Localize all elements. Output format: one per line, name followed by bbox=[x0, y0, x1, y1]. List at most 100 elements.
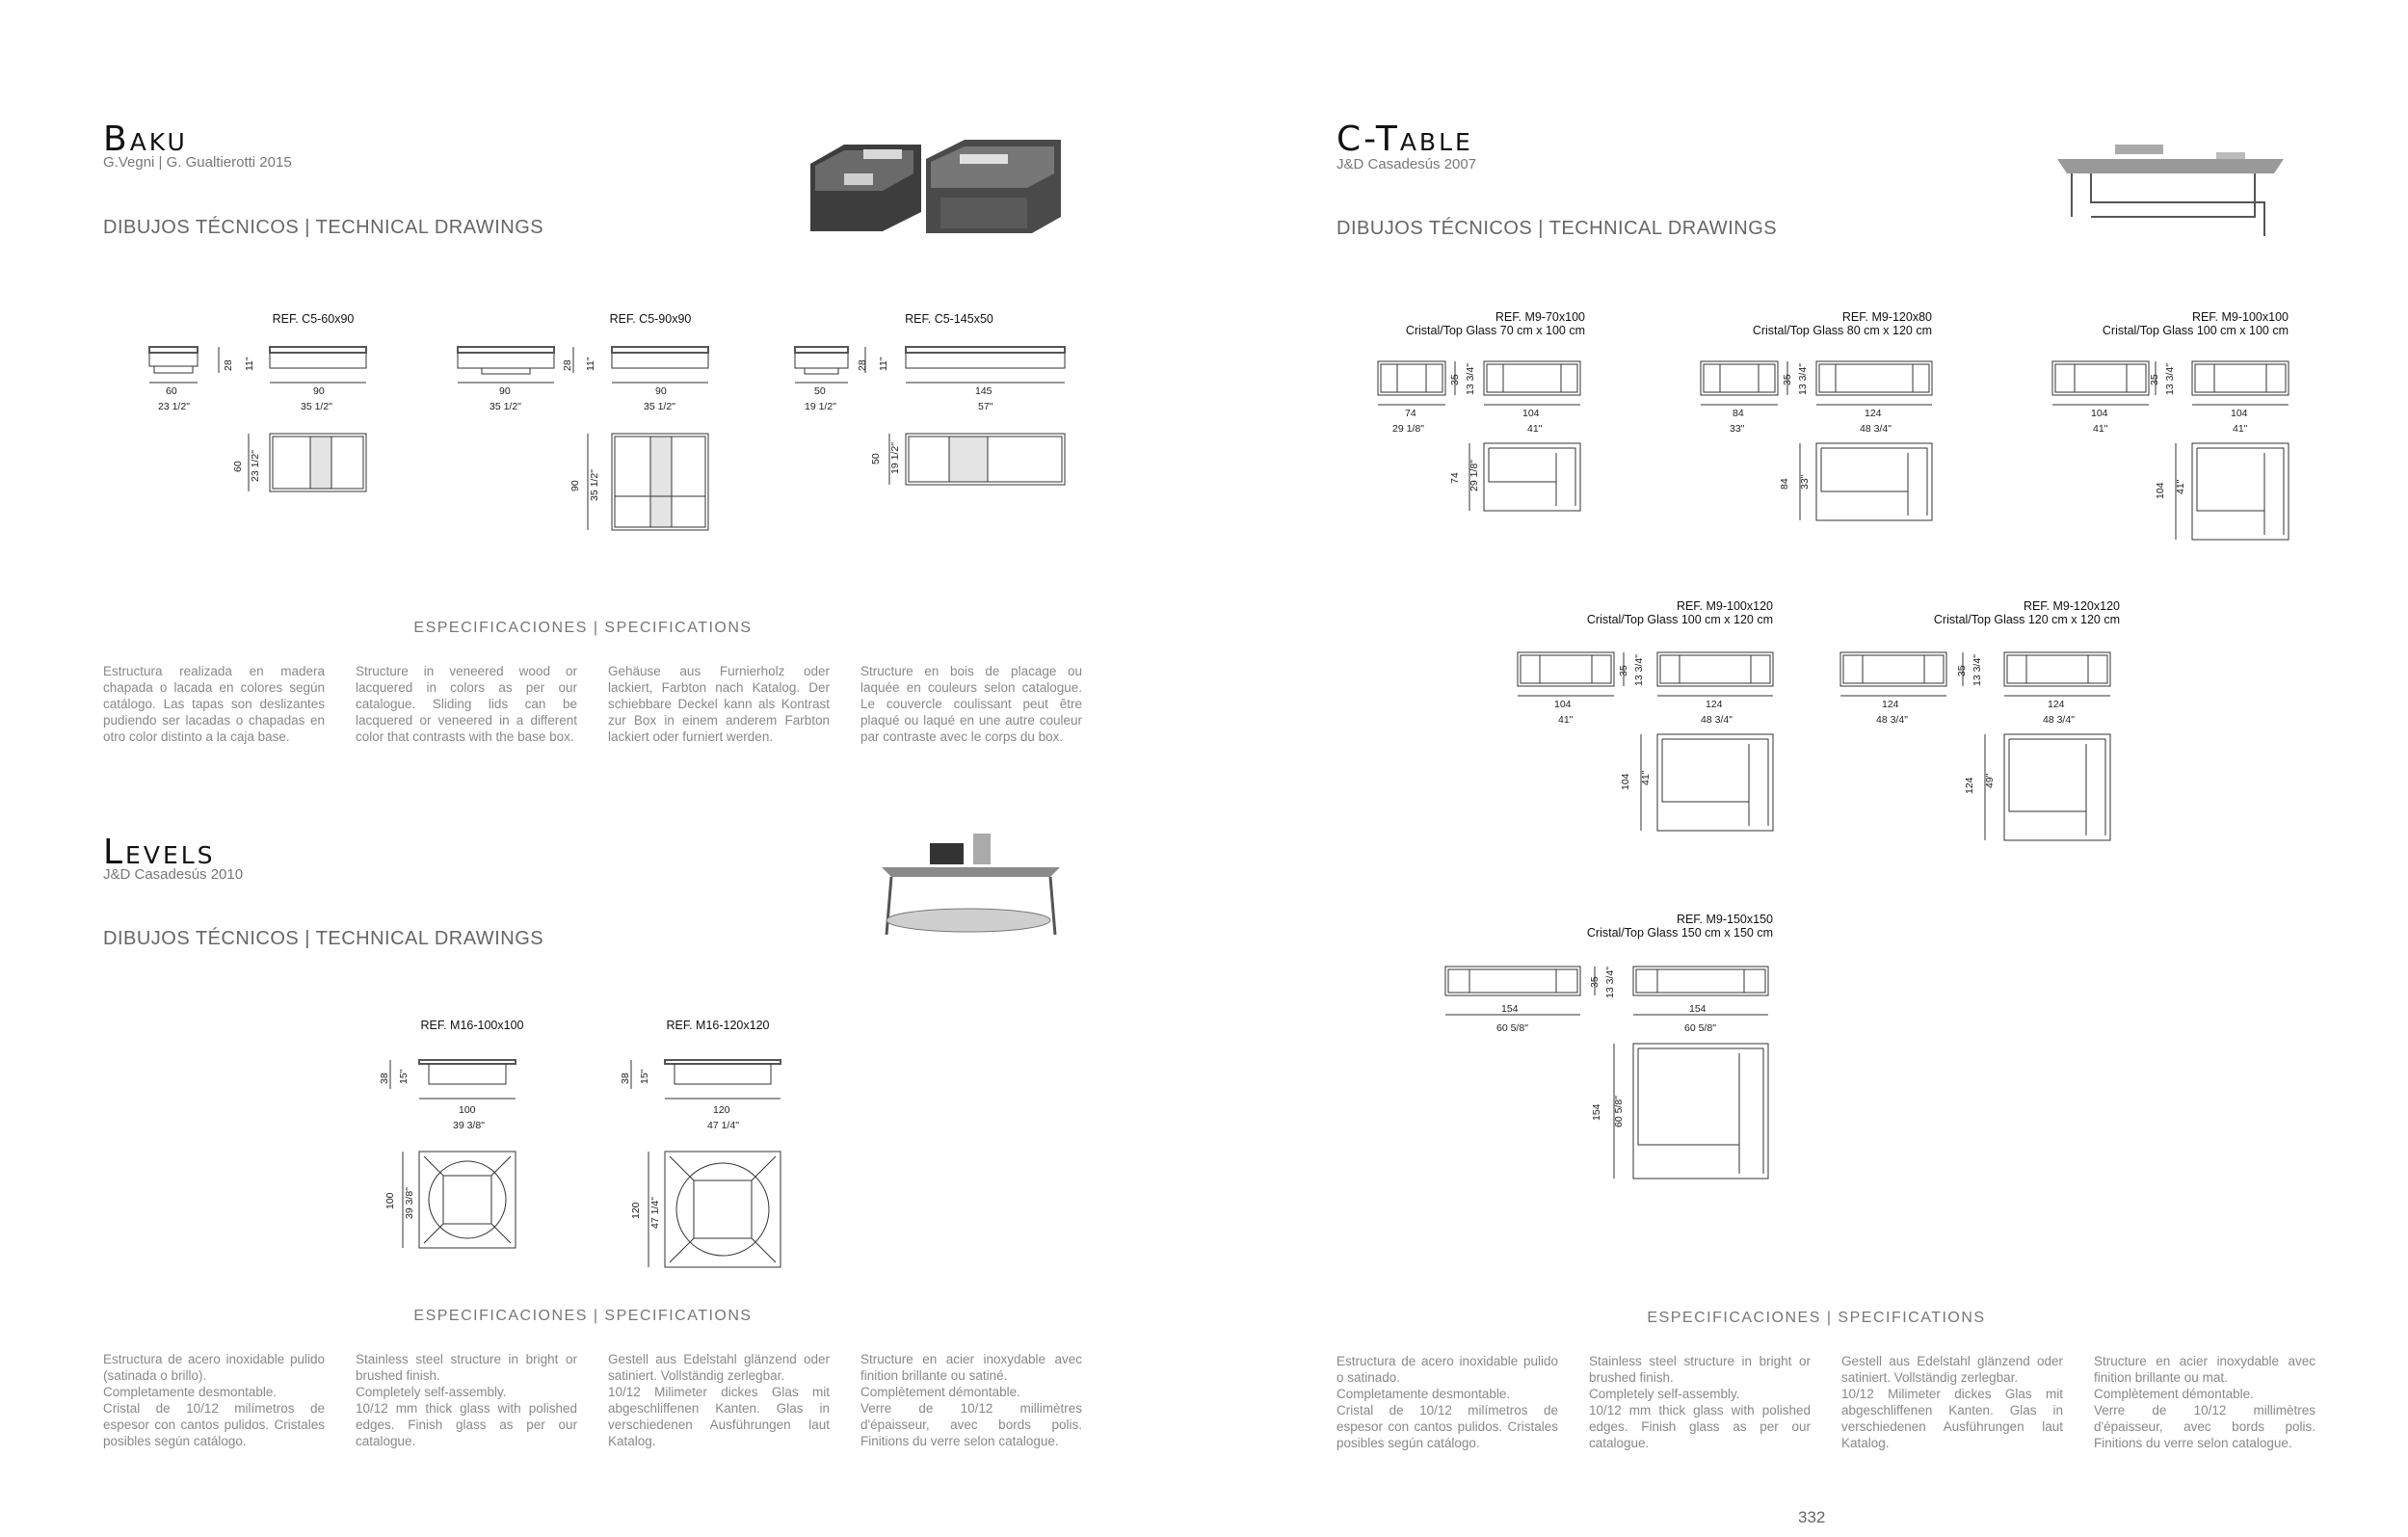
svg-text:13 3/4": 13 3/4" bbox=[1797, 363, 1809, 395]
ctable-drawing-1: 35 13 3/4" 74 29 1/8" 104 41" 74 29 1/8" bbox=[1377, 360, 1581, 512]
svg-text:48 3/4": 48 3/4" bbox=[1860, 423, 1892, 435]
svg-text:74: 74 bbox=[1405, 408, 1416, 419]
baku-designer: G.Vegni | G. Gualtierotti 2015 bbox=[103, 154, 292, 171]
baku-d1-d: 60 bbox=[232, 461, 244, 472]
baku-d3-h-in: 11" bbox=[878, 357, 889, 371]
svg-text:84: 84 bbox=[1779, 478, 1790, 490]
levels-d1-d-in: 39 3/8" bbox=[404, 1187, 415, 1219]
ctable-spec-en: Stainless steel structure in bright or b… bbox=[1589, 1354, 1811, 1450]
baku-d3-d: 50 bbox=[870, 453, 882, 464]
baku-spec-label: ESPECIFICACIONES | SPECIFICATIONS bbox=[413, 620, 753, 636]
levels-title: Levels bbox=[103, 833, 216, 872]
svg-text:13 3/4": 13 3/4" bbox=[1633, 654, 1645, 686]
svg-text:48 3/4": 48 3/4" bbox=[1876, 714, 1908, 726]
svg-text:41": 41" bbox=[2233, 423, 2248, 435]
svg-text:74: 74 bbox=[1449, 472, 1461, 484]
ctable-designer: J&D Casadesús 2007 bbox=[1336, 156, 1477, 172]
baku-d3-w2-in: 57" bbox=[978, 401, 993, 412]
ctable-drawing-3: 35 13 3/4" 104 41" 104 41" 104 41" bbox=[2051, 360, 2289, 541]
baku-d2-w2: 90 bbox=[655, 385, 667, 397]
baku-d2-d: 90 bbox=[569, 480, 581, 491]
svg-text:41": 41" bbox=[2093, 423, 2108, 435]
ctable-drawings-label: DIBUJOS TÉCNICOS | TECHNICAL DRAWINGS bbox=[1336, 218, 1778, 239]
svg-text:35: 35 bbox=[1956, 665, 1968, 676]
svg-text:104: 104 bbox=[2155, 482, 2166, 499]
baku-ref-1: REF. C5-60x90 bbox=[272, 312, 355, 326]
baku-d2-w-in: 35 1/2" bbox=[490, 401, 521, 412]
baku-d3-h: 28 bbox=[857, 359, 868, 371]
baku-title: Baku bbox=[103, 119, 188, 159]
baku-d3-w: 50 bbox=[814, 385, 826, 397]
svg-text:124: 124 bbox=[2048, 699, 2065, 710]
svg-text:41": 41" bbox=[1640, 770, 1652, 785]
baku-d1-h-in: 11" bbox=[244, 357, 255, 371]
svg-text:41": 41" bbox=[1527, 423, 1543, 435]
svg-text:29 1/8": 29 1/8" bbox=[1469, 460, 1480, 491]
baku-drawings-label: DIBUJOS TÉCNICOS | TECHNICAL DRAWINGS bbox=[103, 217, 544, 238]
levels-d2-w: 120 bbox=[713, 1104, 730, 1116]
ctable-drawing-6: 35 13 3/4" 154 60 5/8" 154 60 5/8" 154 6… bbox=[1444, 966, 1769, 1179]
svg-text:104: 104 bbox=[1620, 773, 1631, 790]
levels-spec-label: ESPECIFICACIONES | SPECIFICATIONS bbox=[413, 1308, 753, 1324]
svg-text:13 3/4": 13 3/4" bbox=[2164, 363, 2176, 395]
ctable-spec-es: Estructura de acero inoxidable pulido o … bbox=[1336, 1354, 1558, 1450]
svg-text:41": 41" bbox=[1558, 714, 1574, 726]
svg-text:104: 104 bbox=[1522, 408, 1540, 419]
baku-d3-w-in: 19 1/2" bbox=[805, 401, 836, 412]
svg-text:48 3/4": 48 3/4" bbox=[1701, 714, 1733, 726]
baku-spec-en: Structure in veneered wood or lacquered … bbox=[356, 664, 577, 744]
baku-product-photo bbox=[810, 140, 1061, 233]
svg-text:60 5/8": 60 5/8" bbox=[1613, 1096, 1625, 1127]
levels-d2-w-in: 47 1/4" bbox=[707, 1120, 739, 1131]
baku-drawing-3: 50 19 1/2" 28 11" 145 57" 50 19 1/2" bbox=[794, 346, 1066, 486]
levels-d2-d: 120 bbox=[630, 1202, 642, 1219]
svg-text:35: 35 bbox=[1449, 374, 1461, 385]
levels-d1-h: 38 bbox=[379, 1073, 390, 1084]
levels-d2-d-in: 47 1/4" bbox=[649, 1197, 661, 1229]
svg-text:154: 154 bbox=[1501, 1003, 1519, 1015]
svg-text:154: 154 bbox=[1591, 1103, 1602, 1121]
baku-d3-d-in: 19 1/2" bbox=[889, 442, 901, 474]
svg-text:35: 35 bbox=[1782, 374, 1793, 385]
svg-text:104: 104 bbox=[1554, 699, 1572, 710]
svg-text:33": 33" bbox=[1799, 474, 1811, 490]
ctable-drawing-5: 35 13 3/4" 124 48 3/4" 124 48 3/4" 124 4… bbox=[1839, 651, 2111, 841]
levels-d2-h-in: 15" bbox=[639, 1069, 650, 1084]
levels-ref-1: REF. M16-100x100 bbox=[420, 1019, 524, 1032]
ctable-product-photo bbox=[2057, 145, 2284, 236]
baku-d1-w-in: 23 1/2" bbox=[158, 401, 190, 412]
levels-product-photo bbox=[882, 834, 1060, 936]
levels-d1-d: 100 bbox=[384, 1192, 396, 1209]
baku-spec-es: Estructura realizada en madera chapada o… bbox=[103, 664, 325, 744]
ctable-spec-de: Gestell aus Edelstahl glänzend oder sati… bbox=[1841, 1354, 2063, 1450]
svg-text:13 3/4": 13 3/4" bbox=[1604, 967, 1616, 998]
svg-text:84: 84 bbox=[1733, 408, 1744, 419]
svg-text:124: 124 bbox=[1964, 777, 1975, 794]
levels-designer: J&D Casadesús 2010 bbox=[103, 866, 244, 883]
levels-drawings-label: DIBUJOS TÉCNICOS | TECHNICAL DRAWINGS bbox=[103, 928, 544, 949]
baku-ref-3: REF. C5-145x50 bbox=[905, 312, 993, 326]
ctable-drawing-4: 35 13 3/4" 104 41" 124 48 3/4" 104 41" bbox=[1517, 651, 1774, 832]
ctable-drawing-2: 35 13 3/4" 84 33" 124 48 3/4" 84 33" bbox=[1700, 360, 1933, 521]
levels-spec-es: Estructura de acero inoxidable pulido (s… bbox=[103, 1352, 325, 1448]
svg-text:29 1/8": 29 1/8" bbox=[1392, 423, 1424, 435]
svg-text:35: 35 bbox=[2149, 374, 2160, 385]
svg-text:104: 104 bbox=[2091, 408, 2108, 419]
baku-d1-w: 60 bbox=[166, 385, 177, 397]
ctable-title: C-Table bbox=[1336, 119, 1473, 159]
baku-drawing-2: 90 35 1/2" 28 11" 90 35 1/2" 90 35 1/2" bbox=[457, 346, 709, 531]
svg-text:60 5/8": 60 5/8" bbox=[1496, 1022, 1528, 1034]
baku-d2-d-in: 35 1/2" bbox=[589, 469, 600, 501]
svg-text:124: 124 bbox=[1706, 699, 1723, 710]
baku-drawing-1: 60 23 1/2" 28 11" 90 35 1/2" 60 23 1/2" bbox=[148, 346, 367, 492]
svg-text:35: 35 bbox=[1589, 976, 1601, 988]
levels-spec-fr: Structure en acier inoxydable avec finit… bbox=[860, 1352, 1082, 1448]
levels-spec-en: Stainless steel structure in bright or b… bbox=[356, 1352, 577, 1448]
levels-d1-w: 100 bbox=[459, 1104, 476, 1116]
levels-spec-de: Gestell aus Edelstahl glänzend oder sati… bbox=[608, 1352, 830, 1448]
baku-d1-w2: 90 bbox=[313, 385, 325, 397]
svg-text:48 3/4": 48 3/4" bbox=[2043, 714, 2075, 726]
